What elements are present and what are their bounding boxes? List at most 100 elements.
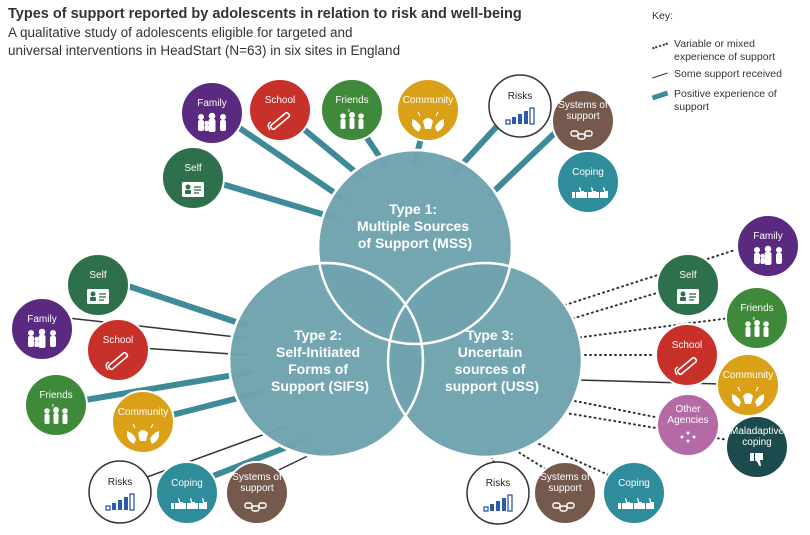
- key-variable-row: Variable or mixed experience of support: [652, 38, 775, 64]
- community-node-sifs-label: Community: [118, 407, 169, 418]
- venn-diagram: Type 1: Multiple Sources of Support (MSS…: [227, 148, 584, 459]
- diagram-subtitle-line-1: A qualitative study of adolescents eligi…: [8, 25, 353, 40]
- self-node-sifs-bubble: [66, 253, 130, 317]
- other-agencies-node-uss-bubble: [656, 393, 720, 457]
- friends-node-uss-label: Friends: [740, 303, 773, 314]
- id-card-icon: [86, 288, 110, 305]
- id-card-icon: [181, 181, 205, 198]
- risks-node-mss-bubble: [488, 74, 552, 138]
- connector-uss-other: [569, 399, 661, 419]
- id-card-icon: [676, 288, 700, 305]
- coping-node-uss-label: Coping: [618, 478, 650, 489]
- coping-node-mss-label: Coping: [572, 167, 604, 178]
- key-some-row: Some support received: [652, 68, 782, 81]
- family-icon: [198, 112, 226, 132]
- family-node-uss: Family: [736, 214, 800, 278]
- risks-node-uss-label: Risks: [486, 478, 510, 489]
- community-node-uss-label: Community: [723, 370, 774, 381]
- risks-node-sifs-bubble: [88, 460, 152, 524]
- systems-node-sifs-bubble: [225, 461, 289, 525]
- community-node-mss-bubble: [396, 78, 460, 142]
- diagram-subtitle-line-2: universal interventions in HeadStart (N=…: [8, 43, 401, 58]
- coping-node-sifs-bubble: [155, 461, 219, 525]
- friends-node-mss-label: Friends: [335, 95, 368, 106]
- sifs-label: Type 2: Self-Initiated Forms of Support …: [271, 327, 369, 394]
- systems-node-sifs-label: support: [240, 483, 274, 494]
- connector-uss-self: [567, 291, 661, 321]
- family-node-mss: Family: [180, 81, 244, 145]
- school-node-mss-label: School: [265, 95, 296, 106]
- connector-sifs-self: [122, 282, 248, 328]
- maladaptive-coping-node-uss-bubble: [725, 415, 789, 479]
- key-positive-row: Positive experience of support: [651, 88, 777, 114]
- other-agencies-node-uss-label: Other: [675, 404, 701, 415]
- key-positive-label: Positive experience of support: [674, 88, 777, 114]
- community-node-mss-label: Community: [403, 95, 454, 106]
- risks-node-uss-bubble: [466, 461, 530, 525]
- community-node-sifs-bubble: [111, 390, 175, 454]
- risks-node-mss: Risks: [488, 74, 552, 138]
- connector-mss-self: [209, 178, 338, 221]
- connector-uss-coping: [529, 439, 621, 481]
- other-agencies-node-uss-label: Agencies: [667, 415, 708, 426]
- uss-label: Type 3: Uncertain sources of support (US…: [445, 327, 539, 394]
- key-title: Key:: [652, 10, 674, 22]
- coping-node-mss-bubble: [556, 150, 620, 214]
- risks-node-sifs-label: Risks: [108, 477, 132, 488]
- family-node-sifs: Family: [10, 297, 74, 361]
- friends-node-sifs-label: Friends: [39, 390, 72, 401]
- systems-node-uss-label: support: [548, 483, 582, 494]
- maladaptive-coping-node-uss-label: coping: [742, 437, 771, 448]
- systems-node-mss-label: Systems of: [558, 100, 608, 111]
- coping-node-sifs-label: Coping: [171, 478, 203, 489]
- friends-node-uss-bubble: [725, 286, 789, 350]
- school-node-uss: School: [655, 323, 719, 387]
- school-node-sifs-bubble: [86, 318, 150, 382]
- community-node-sifs: Community: [111, 390, 175, 454]
- coping-node-mss: Coping: [556, 150, 620, 214]
- friends-node-mss: Friends: [320, 78, 384, 142]
- self-node-mss-label: Self: [184, 163, 201, 174]
- key-positive-line-2: support: [674, 101, 710, 113]
- connector-sifs-family: [67, 317, 246, 339]
- systems-node-sifs-label: Systems of: [232, 472, 282, 483]
- self-node-uss-bubble: [656, 253, 720, 317]
- self-node-uss-label: Self: [679, 270, 696, 281]
- self-node-mss: Self: [161, 146, 225, 210]
- systems-node-uss-bubble: [533, 461, 597, 525]
- family-node-uss-label: Family: [753, 231, 782, 242]
- connector-mss-systems: [487, 125, 563, 198]
- risks-node-mss-label: Risks: [508, 91, 532, 102]
- self-node-sifs: Self: [66, 253, 130, 317]
- friends-node-sifs-bubble: [24, 373, 88, 437]
- systems-node-uss-label: Systems of: [540, 472, 590, 483]
- self-node-uss: Self: [656, 253, 720, 317]
- school-node-mss: School: [248, 78, 312, 142]
- community-node-mss: Community: [396, 78, 460, 142]
- systems-node-mss-label: support: [566, 111, 600, 122]
- key-positive-line-1: Positive experience of: [674, 88, 777, 100]
- community-node-uss: Community: [716, 353, 780, 417]
- family-node-mss-label: Family: [197, 98, 226, 109]
- connector-sifs-friends: [82, 369, 255, 403]
- family-icon: [754, 245, 782, 265]
- connector-mss-family: [235, 124, 348, 203]
- connector-uss-family: [564, 249, 736, 306]
- key-variable-label: Variable or mixed experience of support: [674, 38, 775, 64]
- self-node-mss-bubble: [161, 146, 225, 210]
- coping-node-sifs: Coping: [155, 461, 219, 525]
- risks-node-sifs: Risks: [88, 460, 152, 524]
- community-node-uss-bubble: [716, 353, 780, 417]
- coping-node-uss: Coping: [602, 461, 666, 525]
- school-node-sifs: School: [86, 318, 150, 382]
- coping-node-uss-bubble: [602, 461, 666, 525]
- key-some-label: Some support received: [674, 68, 782, 80]
- friends-node-sifs: Friends: [24, 373, 88, 437]
- school-node-mss-bubble: [248, 78, 312, 142]
